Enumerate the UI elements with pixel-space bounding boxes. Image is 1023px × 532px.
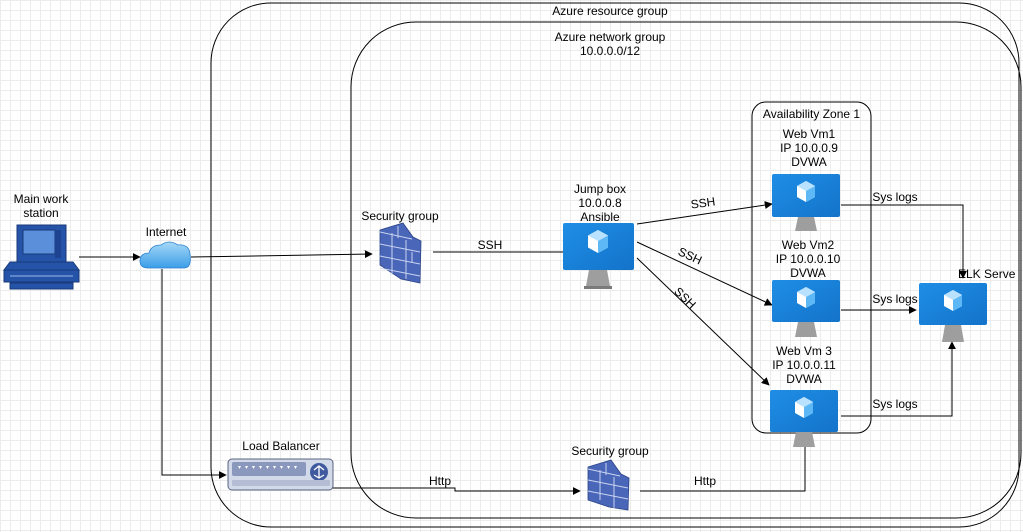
edge-label-sys-logs: Sys logs <box>872 397 918 411</box>
jump-box-role: Ansible <box>580 210 620 224</box>
security-group-label: Security group <box>361 209 439 223</box>
firewall-icon <box>587 459 630 511</box>
resource-group-label: Azure resource group <box>552 4 668 18</box>
edges <box>79 201 967 495</box>
edge-label-ssh: SSH <box>477 238 503 252</box>
edge-label-sys-logs: Sys logs <box>872 292 918 306</box>
edge-jump-vm2 <box>636 241 773 306</box>
jump-box-ip: 10.0.0.8 <box>578 196 622 210</box>
edge-label-http: Http <box>693 474 716 488</box>
network-group-label: Azure network group <box>554 30 666 44</box>
jump-box-label: Jump box <box>573 182 627 196</box>
cloud-icon <box>139 241 191 269</box>
availability-zone-label: Availability Zone 1 <box>762 107 861 121</box>
edge-security-group-vm3 <box>640 439 809 492</box>
web-vm1-label: Web Vm1 <box>782 127 836 141</box>
web-vm2-ip: IP 10.0.0.10 <box>775 252 841 266</box>
edge-vm3-elk <box>841 341 956 417</box>
jump-box-vm-icon <box>563 223 634 289</box>
load-balancer-label: Load Balancer <box>242 439 320 453</box>
elk-server-vm-icon <box>919 283 987 342</box>
resource-group-container <box>210 2 1020 528</box>
internet-label: Internet <box>145 225 187 239</box>
network-group-cidr: 10.0.0.0/12 <box>579 44 641 58</box>
web-vm1-icon <box>772 174 840 231</box>
network-group-container <box>350 21 1022 519</box>
edge-internet-security-group <box>190 250 373 259</box>
web-vm3-app: DVWA <box>786 372 822 386</box>
web-vm1-app: DVWA <box>791 155 827 169</box>
elk-server-label: ELK Serve <box>958 267 1016 281</box>
edge-vm1-elk <box>841 204 967 279</box>
web-vm2-app: DVWA <box>790 266 826 280</box>
workstation-label: Main work <box>13 192 69 206</box>
web-vm1-ip: IP 10.0.0.9 <box>780 141 838 155</box>
workstation-icon <box>3 224 80 290</box>
edge-label-http: Http <box>428 474 451 488</box>
web-vm2-label: Web Vm2 <box>781 238 835 252</box>
security-group-label: Security group <box>571 444 649 458</box>
load-balancer-icon <box>227 458 334 491</box>
firewall-icon <box>379 222 422 284</box>
workstation-label: station <box>23 206 59 220</box>
web-vm3-ip: IP 10.0.0.11 <box>772 358 836 372</box>
edge-jump-vm3 <box>636 257 770 386</box>
web-vm2-icon <box>772 280 840 337</box>
web-vm3-label: Web Vm 3 <box>776 344 832 358</box>
edge-lb-security-group <box>332 487 581 495</box>
edge-internet-load-balancer <box>161 269 227 479</box>
web-vm3-icon <box>770 390 838 447</box>
edge-jump-vm1 <box>636 201 773 225</box>
edge-label-sys-logs: Sys logs <box>872 190 918 204</box>
